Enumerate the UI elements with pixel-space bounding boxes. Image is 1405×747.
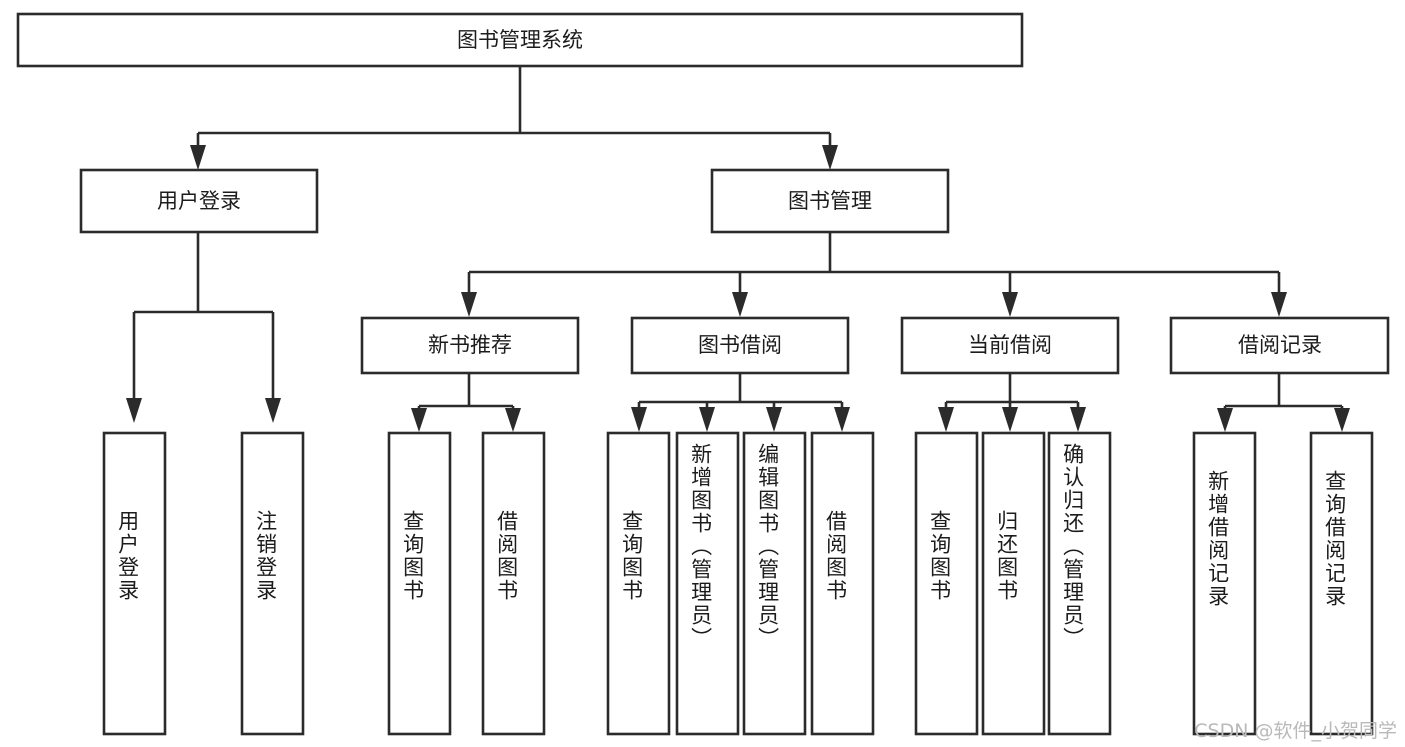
- node-user-login-box[interactable]: [79, 168, 319, 234]
- node-leaf-query-book-3-box[interactable]: [914, 431, 979, 736]
- node-leaf-query-book-2-box[interactable]: [606, 431, 671, 736]
- node-new-book-rec-box[interactable]: [360, 316, 580, 375]
- node-leaf-borrow-book-1-box[interactable]: [481, 431, 546, 736]
- node-leaf-return-book-box[interactable]: [981, 431, 1046, 736]
- node-new-book-rec-label: 新书推荐: [428, 333, 512, 357]
- node-leaf-query-book-1-box[interactable]: [387, 431, 452, 736]
- node-leaf-user-login-box[interactable]: [102, 431, 167, 736]
- node-book-manage-label: 图书管理: [788, 189, 872, 213]
- node-borrow-record-box[interactable]: [1169, 316, 1390, 375]
- connector-newbookrec-to-leaves: [411, 373, 521, 432]
- node-root-label: 图书管理系统: [457, 28, 583, 52]
- node-leaf-add-record-box[interactable]: [1192, 431, 1257, 736]
- connector-userlogin-to-leaves: [126, 232, 281, 423]
- node-book-borrow-label: 图书借阅: [698, 333, 782, 357]
- node-user-login-label: 用户登录: [157, 189, 241, 213]
- node-leaf-confirm-return-box[interactable]: [1047, 431, 1112, 736]
- node-borrow-record-label: 借阅记录: [1238, 333, 1322, 357]
- connector-currentborrow-to-leaves: [938, 373, 1086, 432]
- node-root-box[interactable]: [16, 12, 1024, 68]
- csdn-watermark: CSDN @软件_小贺同学: [1194, 720, 1397, 742]
- node-leaf-add-book-box[interactable]: [675, 431, 740, 736]
- node-leaf-borrow-book-2-box[interactable]: [810, 431, 875, 736]
- connector-bookborrow-to-leaves: [631, 373, 850, 432]
- node-leaf-query-record-box[interactable]: [1309, 431, 1374, 736]
- node-current-borrow-label: 当前借阅: [968, 333, 1052, 357]
- node-leaf-logout-box[interactable]: [240, 431, 305, 736]
- connector-bookmanage-to-level3: [461, 232, 1287, 317]
- node-book-manage-box[interactable]: [710, 168, 950, 234]
- node-leaf-edit-book-box[interactable]: [742, 431, 807, 736]
- node-book-borrow-box[interactable]: [630, 316, 850, 375]
- connector-borrowrecord-to-leaves: [1217, 373, 1350, 432]
- node-current-borrow-box[interactable]: [900, 316, 1120, 375]
- connector-root-to-level2: [190, 66, 838, 170]
